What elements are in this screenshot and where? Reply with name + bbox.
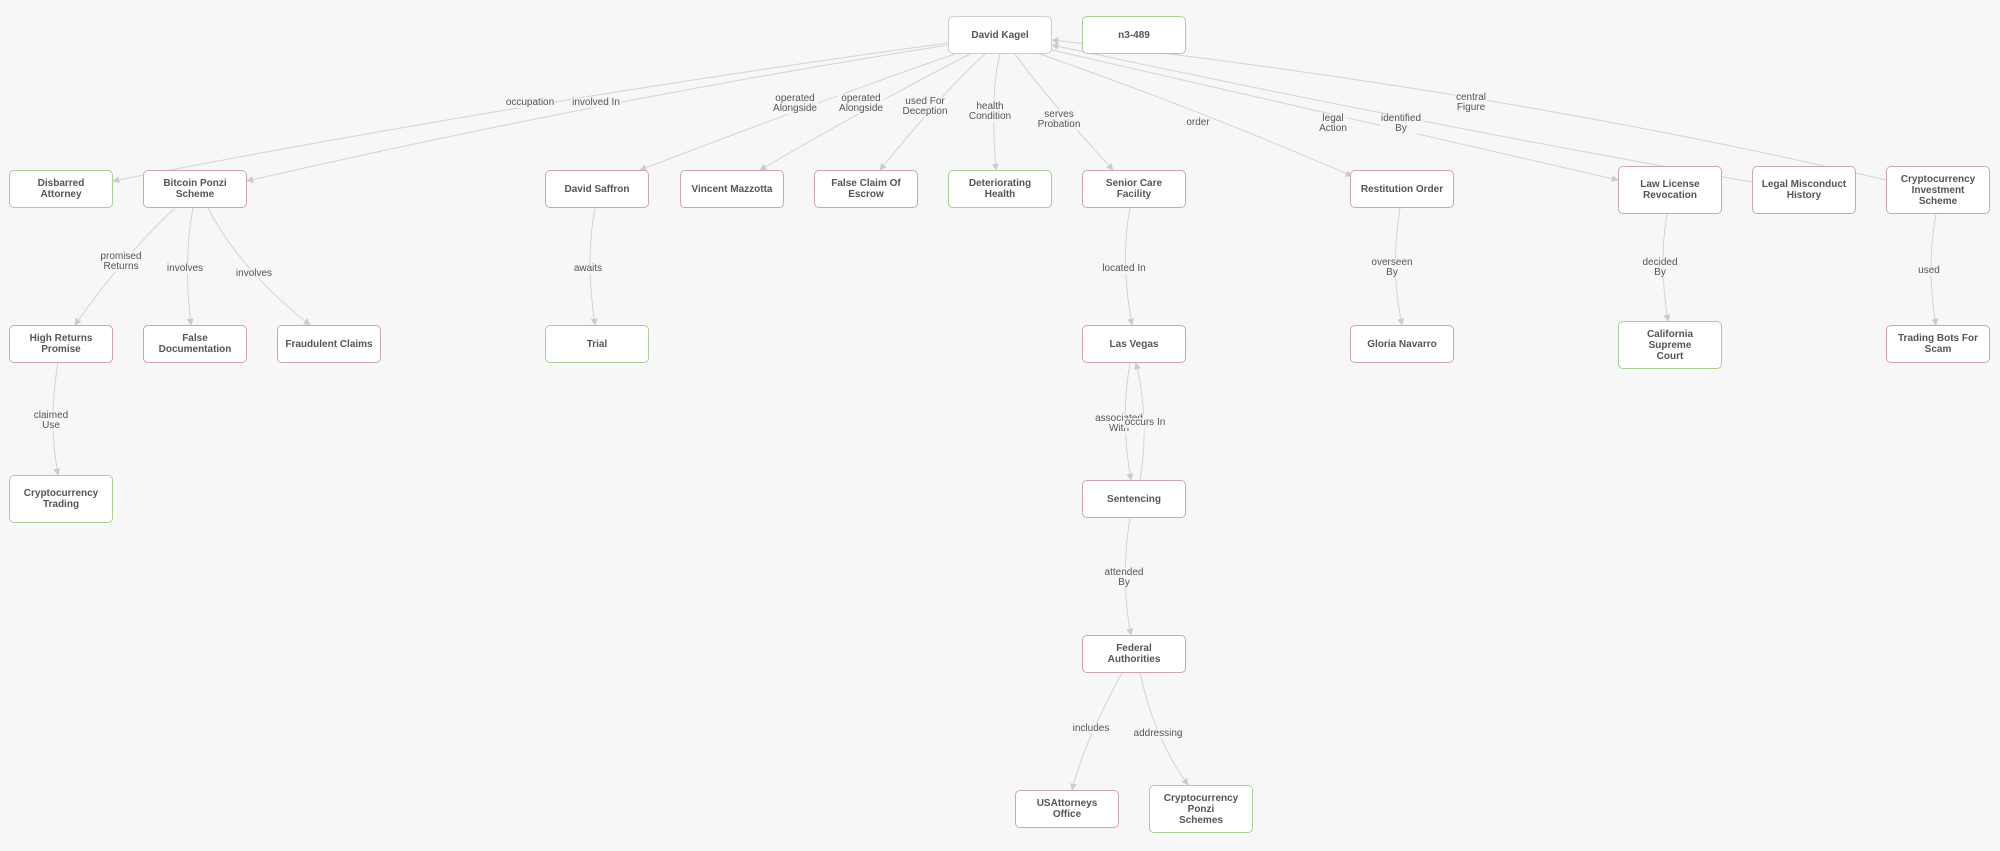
graph-node[interactable]: Restitution Order [1350,170,1454,208]
graph-node[interactable]: David Kagel [948,16,1052,54]
edge-n0-to-n8 [1014,53,1114,171]
edge-n4-to-n16 [589,207,598,326]
node-label: Fraudulent Claims [285,338,373,350]
graph-node[interactable]: Deteriorating Health [948,170,1052,208]
node-label: Trial [586,338,608,350]
edge-label: order [1185,117,1211,128]
graph-node[interactable]: Cryptocurrency Trading [9,475,113,523]
edge-label: legal Action [1318,113,1348,134]
graph-node[interactable]: Disbarred Attorney [9,170,113,208]
edge-label: operated Alongside [838,93,884,114]
edge-n0-to-n4 [639,53,956,172]
node-label: David Saffron [564,183,630,195]
node-label: Sentencing [1107,493,1161,505]
node-label: Vincent Mazzotta [691,183,773,195]
edge-n0-to-n10 [1051,49,1619,183]
edge-n23-to-n24 [1070,672,1123,791]
graph-node[interactable]: Senior Care Facility [1082,170,1186,208]
edge-label: occupation [504,97,556,108]
graph-node[interactable]: Sentencing [1082,480,1186,518]
graph-node[interactable]: n3-489 [1082,16,1186,54]
edge-n0-to-n7 [992,53,1001,171]
node-label: Las Vegas [1109,338,1159,350]
node-label: Cryptocurrency Trading [23,488,99,510]
edge-label: awaits [572,263,604,274]
edge-label: decided By [1641,257,1679,278]
edge-n0-to-n9 [1039,53,1353,177]
node-label: Bitcoin Ponzi Scheme [163,178,227,200]
edge-label: used For Deception [901,96,949,117]
node-label: David Kagel [971,29,1029,41]
node-label: False Claim Of Escrow [831,178,901,200]
graph-node[interactable]: Las Vegas [1082,325,1186,363]
graph-node[interactable]: Cryptocurrency Ponzi Schemes [1149,785,1253,833]
graph-node[interactable]: David Saffron [545,170,649,208]
edge-label: central Figure [1454,92,1488,113]
edge-label: health Condition [967,101,1013,122]
graph-node[interactable]: Fraudulent Claims [277,325,381,363]
graph-node[interactable]: Legal Misconduct History [1752,166,1856,214]
node-label: False Documentation [158,333,232,355]
graph-node[interactable]: False Claim Of Escrow [814,170,918,208]
edge-label: attended By [1103,567,1145,588]
node-label: Trading Bots For Scam [1898,333,1978,355]
node-label: California Supreme Court [1646,328,1694,362]
graph-node[interactable]: High Returns Promise [9,325,113,363]
node-label: Legal Misconduct History [1761,179,1847,201]
edge-n3-to-n15 [207,207,311,326]
node-label: Law License Revocation [1640,179,1700,201]
edge-label: involved In [571,97,621,108]
node-label: Disbarred Attorney [37,178,85,200]
graph-node[interactable]: Trading Bots For Scam [1886,325,1990,363]
graph-node[interactable]: USAttorneys Office [1015,790,1119,828]
edge-label: addressing [1132,728,1184,739]
edge-label: claimed Use [32,410,70,431]
edge-n0-to-n2 [112,42,949,184]
graph-node[interactable]: Cryptocurrency Investment Scheme [1886,166,1990,214]
edge-paths [52,37,1939,791]
edge-label: promised Returns [99,251,143,272]
node-label: Gloria Navarro [1367,338,1437,350]
node-label: Cryptocurrency Investment Scheme [1900,173,1976,207]
edge-label: occurs In [1123,417,1167,428]
node-label: Cryptocurrency Ponzi Schemes [1163,792,1239,826]
graph-node[interactable]: Federal Authorities [1082,635,1186,673]
graph-node[interactable]: Gloria Navarro [1350,325,1454,363]
edge-label: used [1917,265,1941,276]
node-label: n3-489 [1118,29,1150,41]
node-label: Deteriorating Health [968,178,1032,200]
edge-label: includes [1071,723,1111,734]
graph-node[interactable]: Law License Revocation [1618,166,1722,214]
edge-label: involves [234,268,274,279]
graph-node[interactable]: Vincent Mazzotta [680,170,784,208]
edge-label: located In [1101,263,1147,274]
node-label: Federal Authorities [1107,643,1161,665]
graph-node[interactable]: Trial [545,325,649,363]
node-label: High Returns Promise [29,333,93,355]
edge-label: involves [165,263,205,274]
edge-n8-to-n17 [1124,207,1135,326]
node-label: USAttorneys Office [1036,798,1098,820]
edge-label: overseen By [1370,257,1414,278]
edge-label: serves Probation [1036,109,1082,130]
graph-node[interactable]: Bitcoin Ponzi Scheme [143,170,247,208]
edge-n3-to-n14 [186,207,194,326]
graph-node[interactable]: False Documentation [143,325,247,363]
graph-node[interactable]: California Supreme Court [1618,321,1722,369]
node-label: Senior Care Facility [1105,178,1163,200]
node-label: Restitution Order [1360,183,1444,195]
edge-label: identified By [1379,113,1423,134]
edge-label: operated Alongside [772,93,818,114]
